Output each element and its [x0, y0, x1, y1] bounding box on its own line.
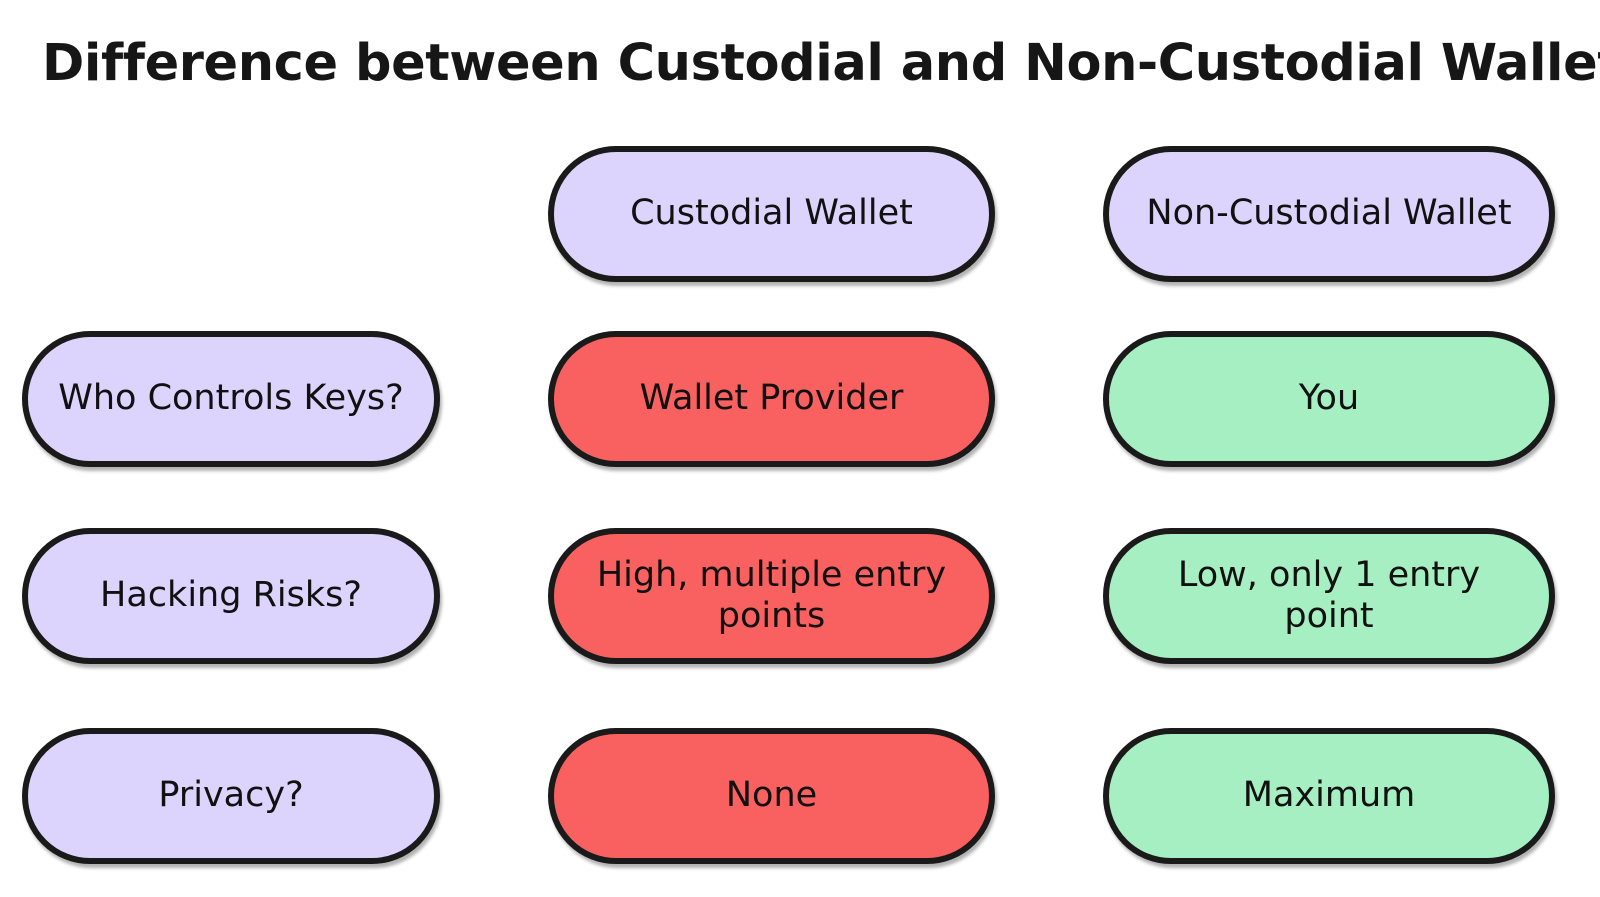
row-label-hacking-risks[interactable]: Hacking Risks? — [22, 528, 440, 664]
page-title: Difference between Custodial and Non-Cus… — [42, 33, 1600, 93]
table-row: Who Controls Keys? Wallet Provider You — [0, 331, 1600, 467]
header-cell-non-custodial[interactable]: Non-Custodial Wallet — [1103, 146, 1555, 282]
cell-value-text: You — [1298, 378, 1360, 419]
header-cell-spacer — [22, 146, 440, 282]
cell-value-text: Low, only 1 entry point — [1177, 554, 1481, 636]
row-label-text: Who Controls Keys? — [58, 378, 404, 419]
header-label-custodial: Custodial Wallet — [630, 193, 913, 234]
cell-value-text: Wallet Provider — [639, 378, 904, 419]
header-label-non-custodial: Non-Custodial Wallet — [1146, 193, 1512, 234]
row-label-who-controls-keys[interactable]: Who Controls Keys? — [22, 331, 440, 467]
row-label-text: Hacking Risks? — [100, 575, 362, 616]
cell-non-custodial-hacking-risks[interactable]: Low, only 1 entry point — [1103, 528, 1555, 664]
table-header-row: Custodial Wallet Non-Custodial Wallet — [0, 146, 1600, 282]
row-label-privacy[interactable]: Privacy? — [22, 728, 440, 864]
table-row: Hacking Risks? High, multiple entry poin… — [0, 528, 1600, 664]
cell-value-text: High, multiple entry points — [596, 554, 947, 636]
cell-custodial-privacy[interactable]: None — [548, 728, 995, 864]
cell-custodial-hacking-risks[interactable]: High, multiple entry points — [548, 528, 995, 664]
cell-non-custodial-who-controls-keys[interactable]: You — [1103, 331, 1555, 467]
cell-value-text: None — [725, 775, 818, 816]
cell-custodial-who-controls-keys[interactable]: Wallet Provider — [548, 331, 995, 467]
row-label-text: Privacy? — [158, 775, 304, 816]
cell-non-custodial-privacy[interactable]: Maximum — [1103, 728, 1555, 864]
table-row: Privacy? None Maximum — [0, 728, 1600, 864]
cell-value-text: Maximum — [1242, 775, 1416, 816]
header-cell-custodial[interactable]: Custodial Wallet — [548, 146, 995, 282]
